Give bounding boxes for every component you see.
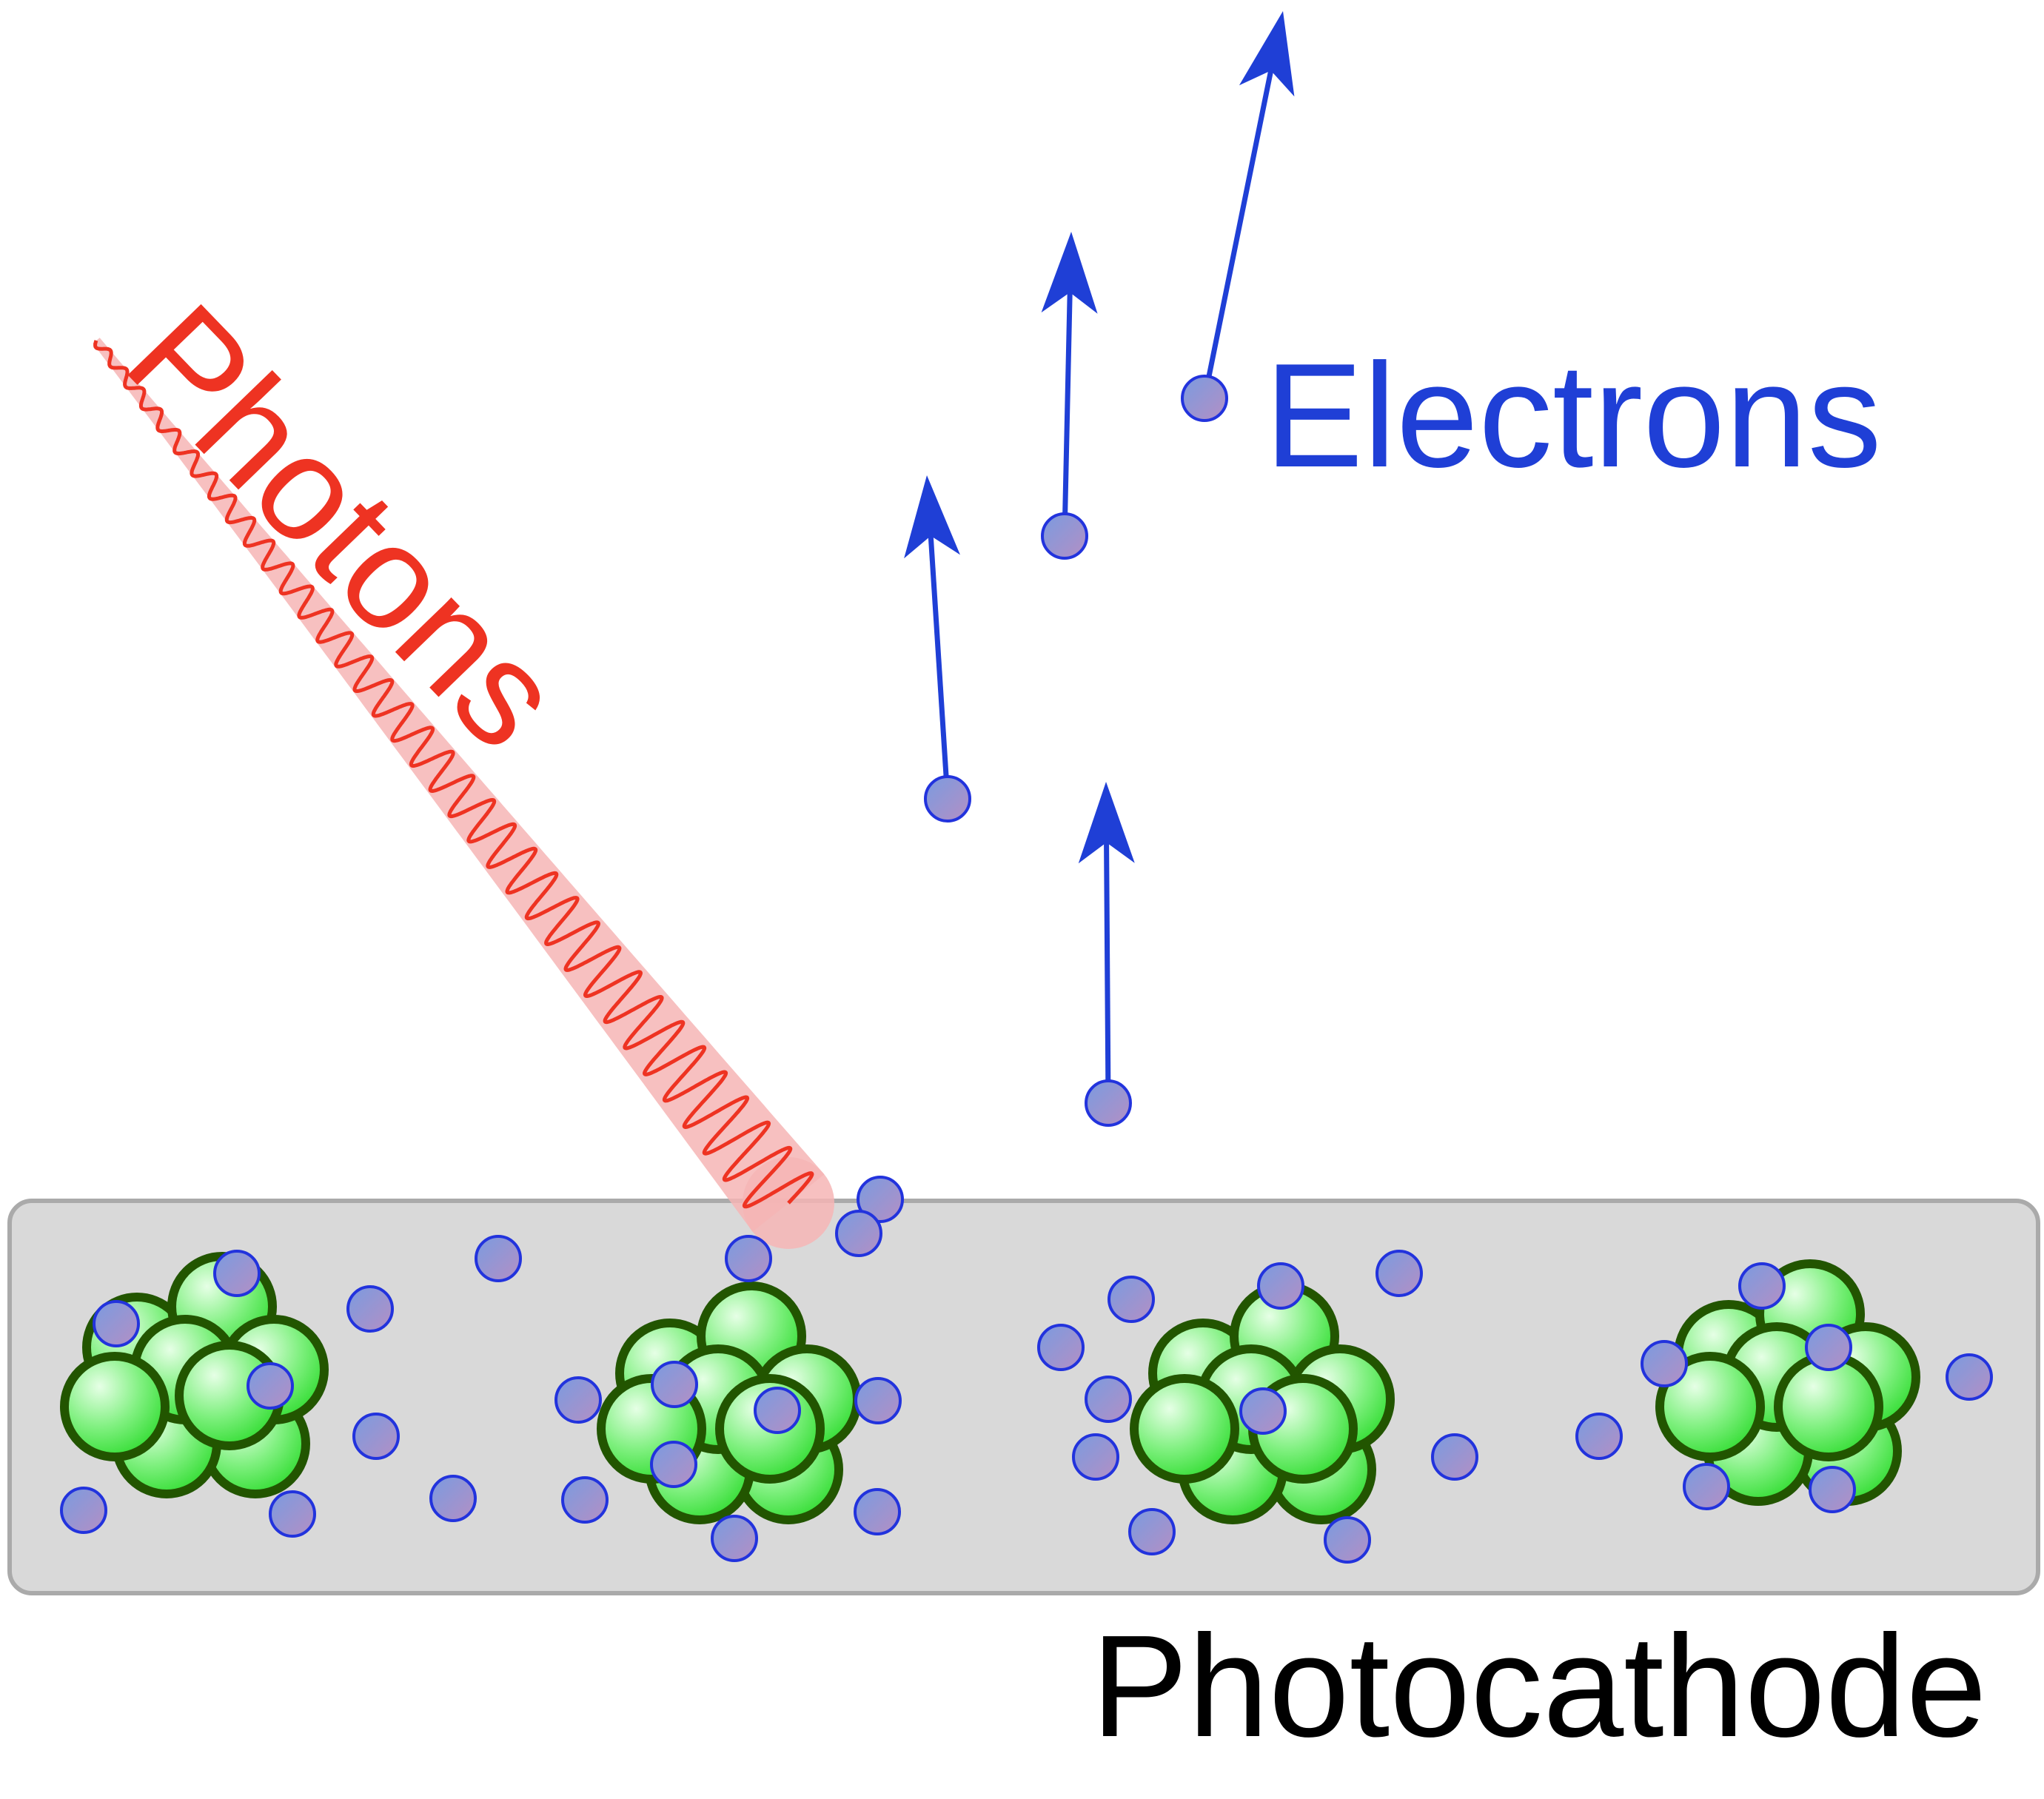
electron bbox=[93, 1300, 140, 1347]
electron bbox=[754, 1387, 801, 1434]
electron bbox=[561, 1476, 609, 1524]
electron bbox=[854, 1377, 902, 1424]
electron bbox=[1946, 1353, 1993, 1401]
arrow-shaft bbox=[1104, 842, 1111, 1104]
photocathode-plate bbox=[7, 1199, 2040, 1595]
electron bbox=[429, 1475, 477, 1522]
electron bbox=[1809, 1466, 1856, 1513]
electron bbox=[924, 775, 971, 823]
atom-nucleon bbox=[1655, 1352, 1765, 1461]
photon-glow bbox=[93, 338, 825, 1232]
electron bbox=[60, 1487, 107, 1534]
photocathode-label: Photocathode bbox=[1091, 1605, 1987, 1767]
electron bbox=[835, 1210, 882, 1257]
electron bbox=[554, 1376, 602, 1424]
electron bbox=[1108, 1276, 1155, 1323]
electron bbox=[1257, 1262, 1304, 1310]
electron bbox=[1128, 1508, 1176, 1555]
arrow-head bbox=[1239, 11, 1295, 97]
atom-cluster bbox=[60, 1252, 329, 1498]
atom-nucleon bbox=[1774, 1352, 1883, 1461]
electron bbox=[1431, 1433, 1478, 1481]
electron-arrow bbox=[1041, 232, 1098, 537]
electron bbox=[725, 1235, 772, 1282]
electron-arrow bbox=[1078, 782, 1135, 1104]
electron bbox=[1037, 1324, 1085, 1371]
electron bbox=[1375, 1250, 1423, 1297]
electron bbox=[1324, 1516, 1371, 1564]
arrow-shaft bbox=[1062, 292, 1073, 537]
arrow-head bbox=[1041, 232, 1098, 314]
electron bbox=[1181, 375, 1228, 422]
electron bbox=[1085, 1079, 1132, 1127]
electron bbox=[247, 1362, 294, 1410]
electron bbox=[857, 1176, 904, 1223]
electron bbox=[1072, 1433, 1119, 1481]
electron bbox=[854, 1488, 901, 1535]
atom-nucleon bbox=[1130, 1374, 1239, 1484]
atom-nucleon bbox=[60, 1352, 170, 1461]
electron bbox=[1575, 1413, 1623, 1460]
electron bbox=[711, 1515, 758, 1562]
electron bbox=[1738, 1262, 1786, 1310]
electron bbox=[651, 1361, 698, 1408]
arrow-head bbox=[1078, 782, 1135, 864]
electron bbox=[352, 1413, 400, 1460]
electron bbox=[1641, 1340, 1688, 1387]
electron bbox=[346, 1285, 394, 1333]
electron bbox=[1683, 1463, 1730, 1510]
electron bbox=[650, 1441, 697, 1488]
electron bbox=[1085, 1376, 1132, 1423]
arrow-head bbox=[904, 475, 960, 559]
electron bbox=[1239, 1387, 1287, 1435]
electron-arrow bbox=[1202, 11, 1295, 399]
electron bbox=[1041, 512, 1088, 560]
electron bbox=[269, 1490, 316, 1538]
electron bbox=[1805, 1324, 1852, 1371]
photon-wave bbox=[93, 339, 814, 1209]
arrow-shaft bbox=[1202, 70, 1274, 399]
arrow-shaft bbox=[928, 535, 951, 800]
electron bbox=[475, 1235, 522, 1282]
electron bbox=[213, 1250, 261, 1297]
electrons-label: Electrons bbox=[1264, 333, 1882, 498]
electron-arrow bbox=[904, 475, 960, 800]
